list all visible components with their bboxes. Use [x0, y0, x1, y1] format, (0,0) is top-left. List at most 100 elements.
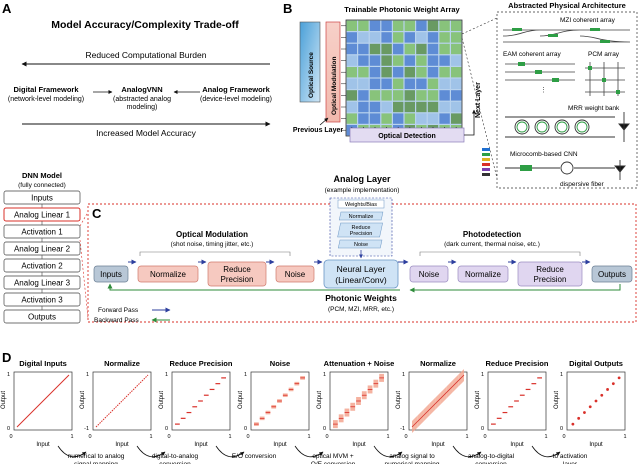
- weight-cell: [393, 78, 404, 89]
- weight-cell: [381, 32, 392, 43]
- weight-cell: [358, 20, 369, 31]
- mini-reduce-label-a: Reduce: [352, 225, 371, 231]
- weight-cell: [346, 67, 357, 78]
- y-axis-label: Output: [1, 391, 7, 409]
- neural-layer-label: Neural Layer: [337, 264, 386, 274]
- weight-cell: [416, 43, 427, 55]
- weight-cell: [369, 67, 381, 78]
- tick-label: 1: [465, 434, 468, 440]
- weight-cell: [451, 32, 462, 43]
- dnn-layer-label: Activation 2: [21, 262, 63, 271]
- weight-cell: [369, 113, 381, 124]
- weight-cell: [416, 67, 427, 78]
- plot-title: Reduce Precision: [170, 359, 233, 368]
- plot-line: [16, 374, 70, 428]
- weight-cell: [393, 113, 404, 124]
- inputs-label: Inputs: [100, 270, 122, 279]
- eam-array-icon: ⋮: [505, 62, 575, 94]
- caption-5: analog-to-digitalconversion: [452, 445, 515, 464]
- photodetection-bracket: [419, 251, 581, 256]
- weight-cell: [346, 43, 357, 55]
- panel-c: Analog Layer (example implementation) Op…: [79, 174, 637, 324]
- weight-cell: [427, 20, 439, 31]
- plot-point: [588, 405, 592, 409]
- mini-reduce-label-b: Precision: [350, 231, 373, 237]
- noise-block-1: [275, 265, 315, 283]
- caption-arrow: [452, 445, 482, 458]
- mini-noise-label: Noise: [354, 242, 368, 248]
- y-axis-label: Output: [554, 391, 560, 409]
- tick-label: 1: [481, 372, 484, 378]
- weight-cell: [404, 55, 415, 66]
- noise-label-2: Noise: [419, 270, 440, 279]
- tick-label: 1: [386, 434, 389, 440]
- analog-layer-sub: (example implementation): [325, 187, 400, 194]
- back-arrow-left: [107, 283, 400, 291]
- weight-cell: [393, 101, 404, 113]
- photonic-weights-sub: (PCM, MZI, MRR, etc.): [328, 306, 394, 313]
- y-axis-label: Output: [396, 391, 402, 409]
- analogvnn-sub1: (abstracted analog: [113, 96, 171, 103]
- svg-text:⋮: ⋮: [540, 87, 547, 94]
- plot-point: [617, 376, 621, 380]
- weight-cell: [427, 43, 439, 55]
- weight-cell: [439, 43, 450, 55]
- weight-cell: [358, 55, 369, 66]
- x-axis-label: Input: [510, 442, 524, 448]
- photodetection-title: Photodetection: [463, 230, 521, 239]
- tick-label: 1: [149, 434, 152, 440]
- reduce-label-2a: Reduce: [536, 265, 564, 274]
- weight-cell: [346, 32, 357, 43]
- dnn-layer-label: Analog Linear 1: [14, 211, 71, 220]
- weight-cell: [451, 20, 462, 31]
- weight-cell: [358, 113, 369, 124]
- weight-cell: [369, 32, 381, 43]
- panel-a: Model Accuracy/Complexity Trade-off Redu…: [8, 19, 272, 138]
- weight-cell: [393, 43, 404, 55]
- weight-cell: [369, 55, 381, 66]
- tick-label: 0: [167, 434, 170, 440]
- weight-cell: [381, 113, 392, 124]
- weight-cell: [427, 113, 439, 124]
- weight-cell: [451, 101, 462, 113]
- weight-cell: [404, 90, 415, 101]
- mini-noise-block: [337, 239, 383, 249]
- tick-label: 0: [404, 434, 407, 440]
- next-layer-arrow: [464, 109, 476, 136]
- weight-cell: [416, 20, 427, 31]
- x-axis-label: Input: [589, 442, 603, 448]
- weight-cell: [404, 78, 415, 89]
- weight-cell: [439, 20, 450, 31]
- caption-text: digital-to-analog: [152, 453, 199, 460]
- neural-layer-sub: (Linear/Conv): [335, 275, 387, 285]
- caption-text: layer: [563, 461, 578, 464]
- plot-title: Normalize: [420, 359, 456, 368]
- plot-point: [606, 388, 609, 391]
- weight-cell: [346, 101, 357, 113]
- tick-label: 1: [244, 372, 247, 378]
- weight-cell: [416, 32, 427, 43]
- back-arrow-right: [409, 284, 621, 293]
- outputs-block: [591, 265, 633, 283]
- weight-cell: [416, 101, 427, 113]
- weight-cell: [439, 113, 450, 124]
- weight-cell: [381, 101, 392, 113]
- weights-bias-label: Weights/Bias: [345, 202, 377, 208]
- plot-frame: [92, 371, 152, 431]
- y-axis-label: Output: [80, 391, 86, 409]
- weight-cell: [439, 32, 450, 43]
- weight-cell: [393, 90, 404, 101]
- caption-2: E/O conversion: [215, 445, 277, 460]
- weight-cell: [369, 90, 381, 101]
- weight-cell: [451, 113, 462, 124]
- caption-text: analog-to-digital: [468, 453, 515, 460]
- caption-text: to activation: [553, 453, 588, 460]
- mrr-bank-icon: [505, 112, 630, 142]
- caption-arrow: [294, 445, 324, 458]
- weight-cell: [439, 90, 450, 101]
